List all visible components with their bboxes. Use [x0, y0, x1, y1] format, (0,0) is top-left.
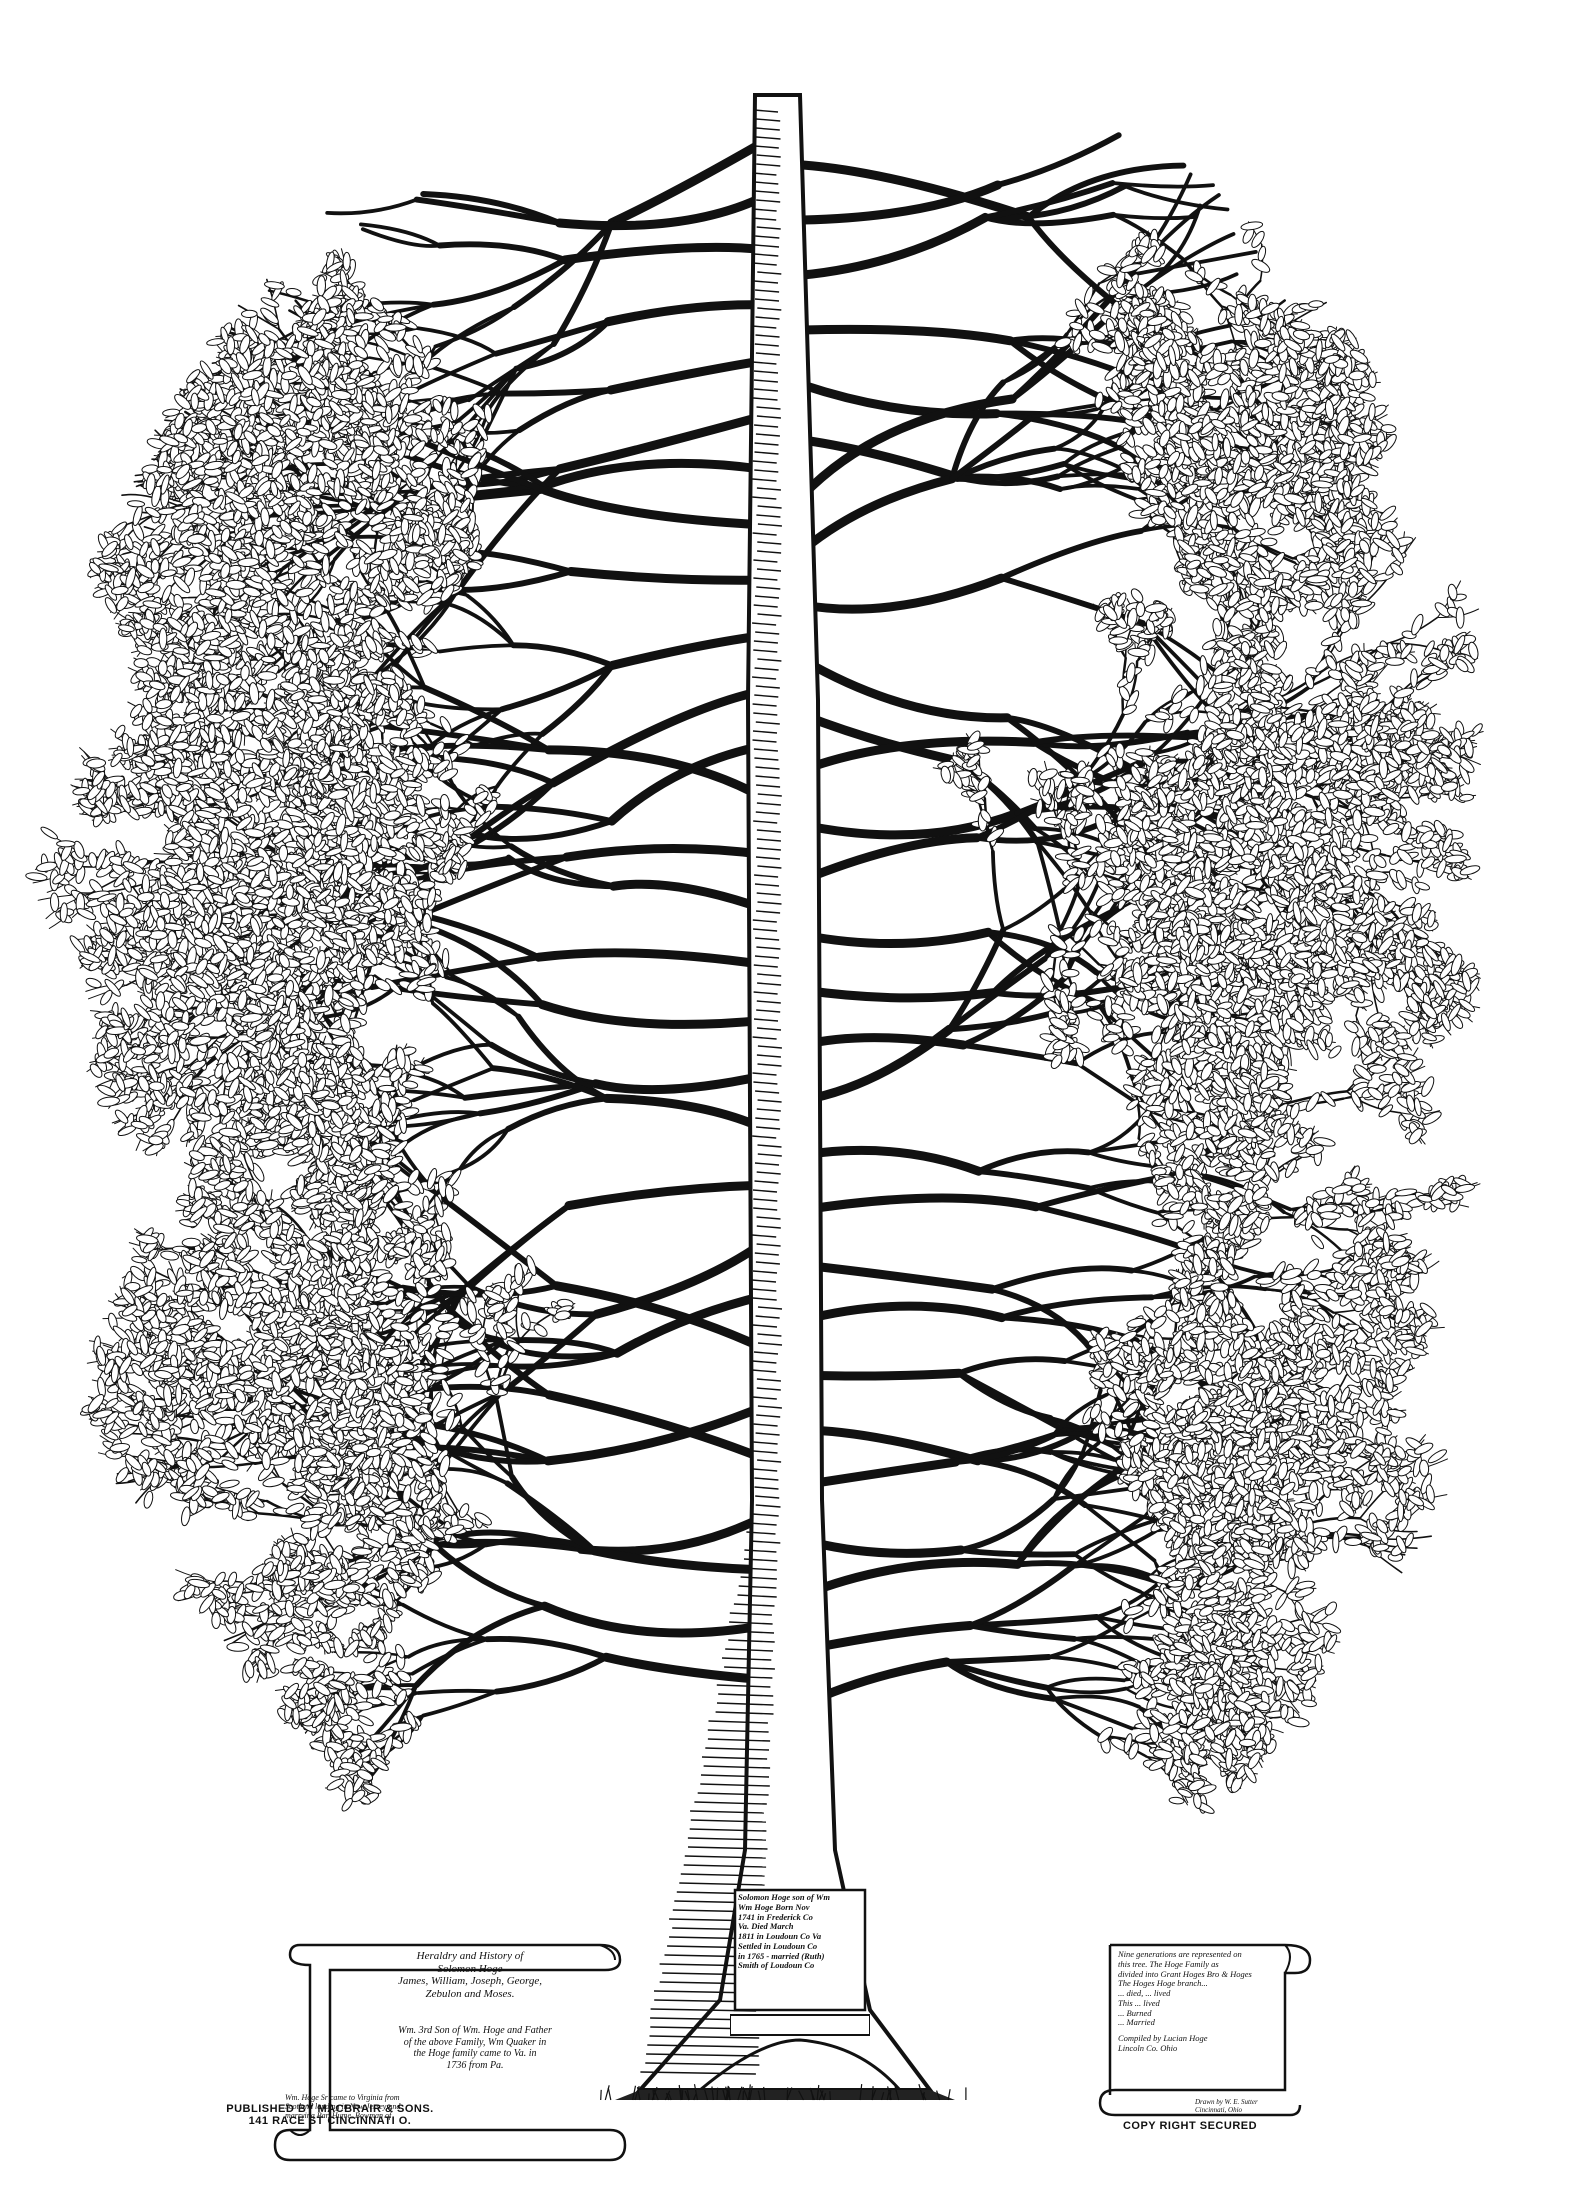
tree-branch [542, 1005, 767, 1025]
tree-branch [993, 852, 1003, 930]
tree-branch [1001, 531, 1141, 578]
tree-branch [1113, 183, 1213, 187]
tree-branch [467, 596, 513, 646]
tree-branch [803, 838, 977, 880]
tree-branch [611, 360, 767, 390]
tree-branch [553, 690, 767, 783]
tree-branch [596, 1075, 767, 1090]
tree-branch [1113, 215, 1196, 218]
tree-branch [803, 479, 952, 550]
tree-branch [327, 200, 416, 214]
tree-branch [979, 1171, 1089, 1188]
tree-branch [448, 604, 514, 645]
tree-branch [803, 990, 993, 998]
tree-branch [614, 884, 767, 910]
tree-branch [803, 932, 988, 943]
tree-branch [803, 329, 1010, 340]
tree-branch [454, 1129, 508, 1179]
tree-branch [513, 645, 612, 665]
tree-branch [539, 953, 767, 965]
tree-branch [803, 1150, 979, 1171]
tree-branch [1060, 486, 1137, 490]
tree-branch [803, 1265, 992, 1289]
tree-branch [803, 217, 985, 275]
tree-branch [571, 572, 767, 581]
tree-branch [503, 390, 611, 394]
tree-branch [545, 490, 767, 525]
tree-branch [565, 247, 767, 259]
tree-branch [612, 635, 767, 665]
tree-branch [440, 244, 565, 260]
tree-branch [949, 930, 1003, 1030]
tree-branch [803, 660, 1007, 718]
tree-branch [612, 140, 767, 223]
tree-branch [803, 1198, 1036, 1210]
tree-branch [608, 305, 767, 322]
tree-branch [979, 1151, 1089, 1171]
tree-branch [543, 665, 613, 734]
tree-branch [569, 1185, 767, 1206]
tree-branch [451, 1129, 509, 1173]
family-tree-illustration [0, 0, 1583, 2140]
tree-branch [567, 849, 767, 858]
tree-branch [607, 1098, 767, 1130]
tree-branch [440, 645, 514, 651]
tree-branch [992, 1268, 1131, 1289]
tree-branch [433, 1004, 493, 1069]
tree-branch [1029, 166, 1184, 217]
tree-branch [803, 578, 1001, 609]
